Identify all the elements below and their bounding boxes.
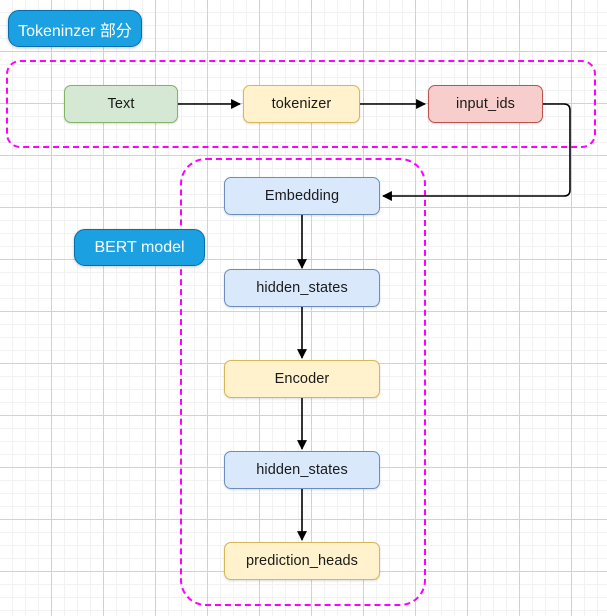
badge-tokenizer-section[interactable]: Tokeninzer 部分 bbox=[8, 10, 142, 47]
node-tokenizer[interactable]: tokenizer bbox=[243, 85, 360, 123]
node-hidden-states-1[interactable]: hidden_states bbox=[224, 269, 380, 307]
node-embedding[interactable]: Embedding bbox=[224, 177, 380, 215]
node-hidden-states-2[interactable]: hidden_states bbox=[224, 451, 380, 489]
node-prediction-heads[interactable]: prediction_heads bbox=[224, 542, 380, 580]
group-bert-model bbox=[180, 158, 426, 606]
badge-bert-model[interactable]: BERT model bbox=[74, 229, 205, 266]
node-input-ids[interactable]: input_ids bbox=[428, 85, 543, 123]
group-tokenizer-section bbox=[6, 60, 596, 148]
node-text[interactable]: Text bbox=[64, 85, 178, 123]
node-encoder[interactable]: Encoder bbox=[224, 360, 380, 398]
